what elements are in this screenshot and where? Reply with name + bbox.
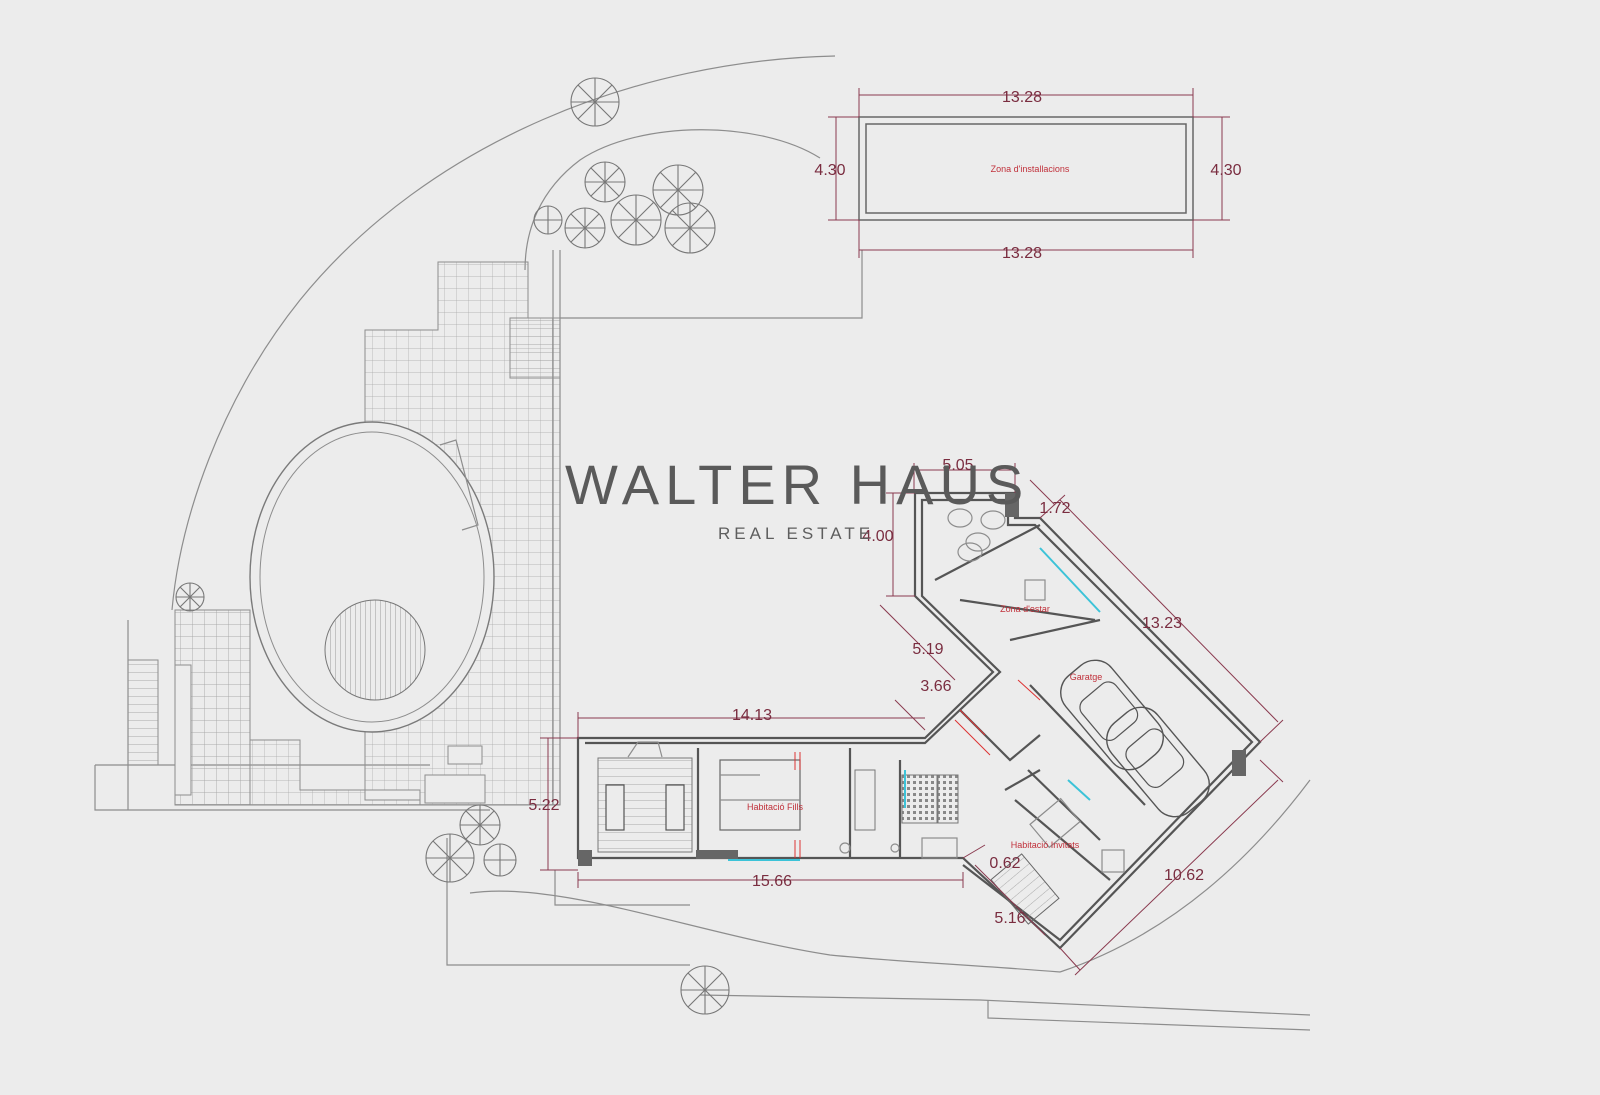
dim-172: 1.72 [1039,500,1070,517]
dim-522: 5.22 [528,797,559,814]
room-label-installations: Zona d'installacions [991,164,1070,174]
dim-366: 3.66 [920,678,951,695]
oval-pool [249,421,495,733]
room-label-children: Habitació Fills [747,802,804,812]
trees [175,77,730,1015]
dim-inst-left: 4.30 [814,162,845,179]
house-dimensions: 5.05 1.72 4.00 13.23 5.19 3.66 14.13 5.2… [528,457,1284,976]
furniture-west-wing: Habitació Fills [597,741,959,861]
dim-inst-bottom: 13.28 [1002,245,1042,262]
dim-519: 5.19 [912,641,943,658]
dim-1062: 10.62 [1164,867,1204,884]
car-2 [1106,706,1210,818]
furniture-east-wing: Zona d'estar Garatge Habitació Invitats [947,508,1210,925]
dim-inst-right: 4.30 [1210,162,1241,179]
car-1 [1060,659,1164,771]
dim-516: 5.16 [994,910,1025,927]
dim-505: 5.05 [942,457,973,474]
dim-062: 0.62 [989,855,1020,872]
installations-dimensions: 13.28 13.28 4.30 4.30 [814,88,1242,262]
room-label-daytime: Zona d'estar [1000,604,1050,614]
dim-inst-top: 13.28 [1002,89,1042,106]
installations-zone: Zona d'installacions [858,116,1194,221]
dim-1413: 14.13 [732,707,772,724]
room-label-guests: Habitació Invitats [1011,840,1080,850]
dim-1566: 15.66 [752,873,792,890]
room-label-garage: Garatge [1070,672,1103,682]
dim-1323: 13.23 [1142,615,1182,632]
brand-tagline-watermark: REAL ESTATE [718,524,875,543]
brand-name-watermark: WALTER HAUS [565,453,1030,516]
dim-400: 4.00 [862,528,893,545]
